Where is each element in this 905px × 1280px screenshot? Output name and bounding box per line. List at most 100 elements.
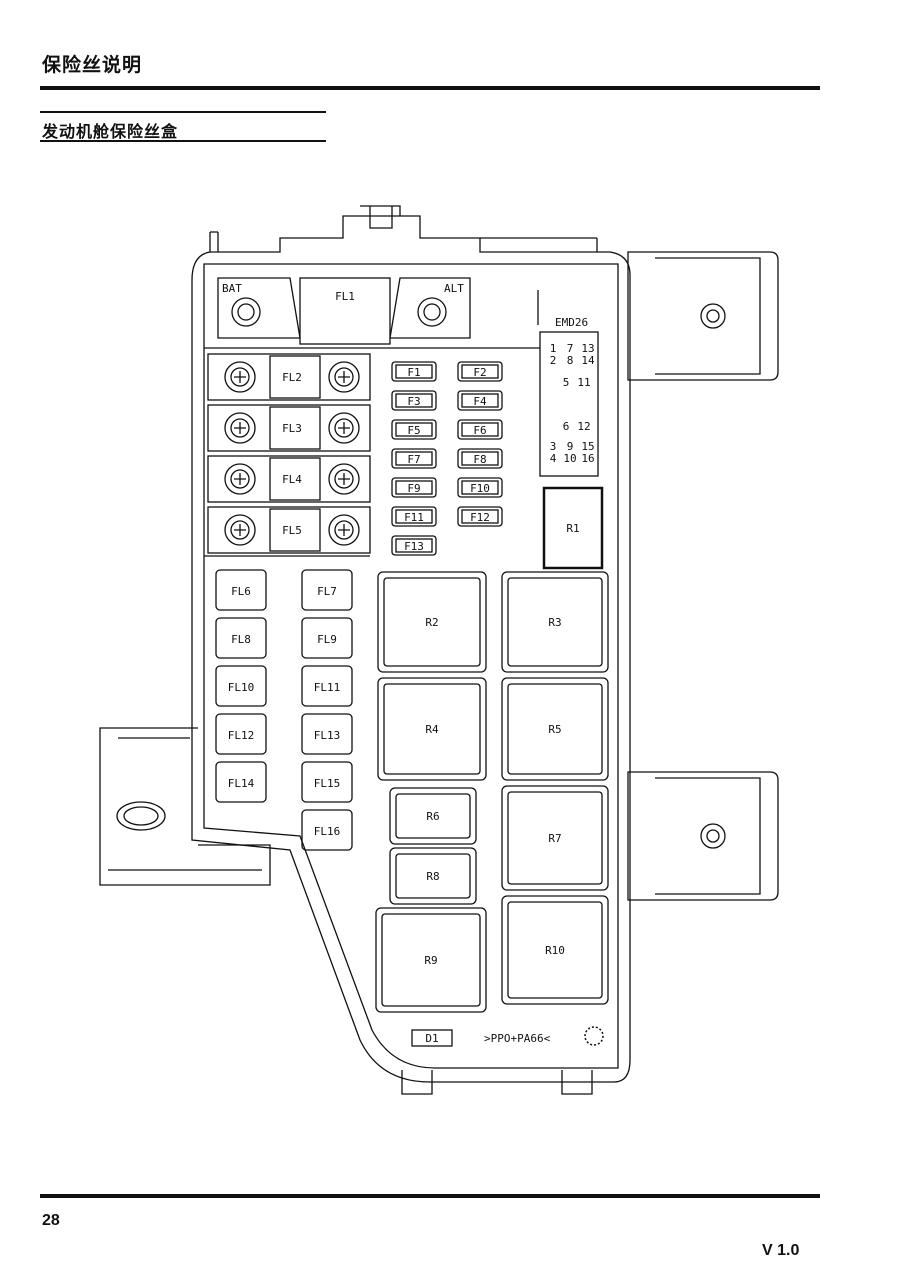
- diode-d1: [411, 1029, 453, 1047]
- page-number: 28: [42, 1212, 60, 1229]
- relay-r5: [501, 677, 609, 781]
- bolt-fuse-label: FL3: [282, 422, 302, 435]
- right-bracket-bottom: [627, 771, 779, 901]
- connector-pin-label: 14: [581, 354, 595, 367]
- mini-fuse-f5: [391, 419, 437, 440]
- mini-fuse-f12: [457, 506, 503, 527]
- mini-fuse-f2: [457, 361, 503, 382]
- mini-fuse-f4: [457, 390, 503, 411]
- mini-fuse-label: F12: [470, 511, 490, 524]
- relay-r1-label: R1: [566, 522, 579, 535]
- connector-pin-label: 5: [563, 376, 570, 389]
- mini-fuse-f6: [457, 419, 503, 440]
- relay-r8: [389, 847, 477, 905]
- mini-fuse-f10: [457, 477, 503, 498]
- connector-pin-label: 12: [577, 420, 590, 433]
- fusible-link-fl8: [215, 617, 267, 659]
- fusible-link-fl15: [301, 761, 353, 803]
- header-rule: [40, 86, 820, 90]
- mini-fuse-label: F10: [470, 482, 490, 495]
- subtitle-rule-bottom: [40, 140, 326, 142]
- relay-label: R4: [425, 723, 439, 736]
- fusible-link-label: FL12: [228, 729, 255, 742]
- fl1-label: FL1: [335, 290, 355, 303]
- connector-pin-label: 1: [550, 342, 557, 355]
- mini-fuse-label: F5: [407, 424, 420, 437]
- emd26-connector: [539, 331, 599, 477]
- bolt-fuse-label: FL5: [282, 524, 302, 537]
- fusible-link-label: FL6: [231, 585, 251, 598]
- fusible-link-fl12: [215, 713, 267, 755]
- mini-fuse-f3: [391, 390, 437, 411]
- mini-fuse-f8: [457, 448, 503, 469]
- fusible-link-label: FL14: [228, 777, 255, 790]
- diode-d1-label: D1: [425, 1032, 438, 1045]
- connector-pin-label: 11: [577, 376, 590, 389]
- mini-fuse-f9: [391, 477, 437, 498]
- mini-fuse-label: F13: [404, 540, 424, 553]
- footer-rule: [40, 1194, 820, 1198]
- fusible-link-label: FL7: [317, 585, 337, 598]
- fusible-link-fl9: [301, 617, 353, 659]
- connector-pin-label: 15: [581, 440, 594, 453]
- connector-pin-label: 16: [581, 452, 594, 465]
- mini-fuse-label: F3: [407, 395, 420, 408]
- fusible-link-label: FL9: [317, 633, 337, 646]
- mini-fuse-label: F1: [407, 366, 420, 379]
- relay-r4: [377, 677, 487, 781]
- fusible-link-fl7: [301, 569, 353, 611]
- bolt-fuse-fl4: [207, 455, 371, 503]
- connector-pin-label: 13: [581, 342, 594, 355]
- relay-r2: [377, 571, 487, 673]
- bolt-fuse-fl5: [207, 506, 371, 554]
- right-bracket-top: [627, 251, 779, 381]
- connector-pin-label: 6: [563, 420, 570, 433]
- fusible-link-label: FL11: [314, 681, 341, 694]
- bolt-fuse-fl2: [207, 353, 371, 401]
- connector-pin-label: 2: [550, 354, 557, 367]
- mini-fuse-f7: [391, 448, 437, 469]
- subtitle-rule-top: [40, 111, 326, 113]
- connector-pin-label: 3: [550, 440, 557, 453]
- bolt-fuse-label: FL2: [282, 371, 302, 384]
- connector-pin-label: 7: [567, 342, 574, 355]
- fusible-link-label: FL15: [314, 777, 341, 790]
- fusible-link-fl10: [215, 665, 267, 707]
- emd26-label: EMD26: [555, 316, 588, 329]
- relay-label: R5: [548, 723, 561, 736]
- relay-r1: [542, 486, 604, 570]
- relay-label: R9: [424, 954, 437, 967]
- fusible-link-label: FL16: [314, 825, 341, 838]
- page-title: 保险丝说明: [42, 54, 143, 76]
- fusible-link-label: FL13: [314, 729, 341, 742]
- fusible-link-fl14: [215, 761, 267, 803]
- bolt-fuse-fl3: [207, 404, 371, 452]
- section-subtitle: 发动机舱保险丝盒: [42, 122, 179, 141]
- relay-r3: [501, 571, 609, 673]
- relay-label: R6: [426, 810, 439, 823]
- relay-label: R7: [548, 832, 561, 845]
- mini-fuse-label: F8: [473, 453, 486, 466]
- mini-fuse-label: F4: [473, 395, 487, 408]
- material-label: >PPO+PA66<: [484, 1032, 551, 1045]
- mini-fuse-label: F9: [407, 482, 420, 495]
- fusible-link-label: FL8: [231, 633, 251, 646]
- mini-fuse-label: F6: [473, 424, 486, 437]
- bat-label: BAT: [222, 282, 242, 295]
- relay-label: R3: [548, 616, 561, 629]
- relay-label: R10: [545, 944, 565, 957]
- relay-r10: [501, 895, 609, 1005]
- left-bracket: [99, 727, 271, 886]
- relay-label: R8: [426, 870, 439, 883]
- relay-r7: [501, 785, 609, 891]
- version-label: V 1.0: [762, 1242, 800, 1259]
- connector-pin-label: 9: [567, 440, 574, 453]
- fusible-link-label: FL10: [228, 681, 255, 694]
- bolt-fuse-label: FL4: [282, 473, 302, 486]
- connector-pin-label: 4: [550, 452, 557, 465]
